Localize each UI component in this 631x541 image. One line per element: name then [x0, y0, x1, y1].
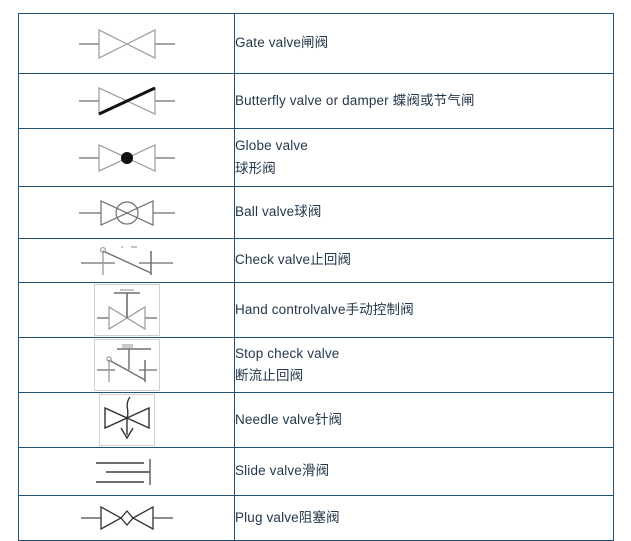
row-label-line: Stop check valve — [235, 345, 340, 361]
row-label-line: Plug valve阻塞阀 — [235, 509, 340, 525]
needle-valve-symbol — [98, 394, 155, 446]
check-valve-symbol — [80, 245, 173, 275]
table-row: Butterfly valve or damper 蝶阀或节气闸 — [18, 73, 614, 129]
row-label-line-cn: 断流止回阀 — [235, 368, 304, 383]
symbol-cell-globe-valve — [18, 128, 235, 187]
description-cell-hand-control-valve: Hand controlvalve手动控制阀 — [234, 282, 614, 338]
row-label-line: Butterfly valve or damper 蝶阀或节气闸 — [235, 92, 475, 108]
description-cell-plug-valve: Plug valve阻塞阀 — [234, 495, 614, 541]
description-cell-stop-check-valve: Stop check valve 断流止回阀 — [234, 337, 614, 393]
symbol-cell-plug-valve — [18, 495, 235, 541]
row-label-line: Slide valve滑阀 — [235, 463, 330, 479]
row-label-line: Check valve止回阀 — [235, 252, 352, 268]
symbol-cell-slide-valve — [18, 447, 235, 496]
row-label-line: Needle valve针阀 — [235, 411, 343, 427]
description-cell-needle-valve: Needle valve针阀 — [234, 392, 614, 448]
stop-check-valve-symbol — [93, 339, 160, 391]
symbol-cell-needle-valve — [18, 392, 235, 448]
symbol-cell-ball-valve — [18, 186, 235, 239]
globe-valve-symbol — [78, 143, 175, 172]
table-row: Plug valve阻塞阀 — [18, 495, 614, 541]
description-cell-globe-valve: Globe valve 球形阀 — [234, 128, 614, 187]
table-row: Ball valve球阀 — [18, 186, 614, 239]
row-label-line-cn: 球形阀 — [235, 160, 276, 176]
row-label-line: Ball valve球阀 — [235, 204, 322, 220]
description-cell-gate-valve: Gate valve闸阀 — [234, 13, 614, 74]
table-row: Gate valve闸阀 — [18, 13, 614, 74]
symbol-cell-hand-control-valve — [18, 282, 235, 338]
table-row: Needle valve针阀 — [18, 392, 614, 448]
butterfly-valve-symbol — [78, 86, 175, 116]
description-cell-check-valve: Check valve止回阀 — [234, 238, 614, 283]
symbol-cell-stop-check-valve — [18, 337, 235, 393]
description-cell-slide-valve: Slide valve滑阀 — [234, 447, 614, 496]
hand-control-valve-symbol — [93, 284, 160, 336]
symbol-cell-gate-valve — [18, 13, 235, 74]
symbol-cell-butterfly-valve — [18, 73, 235, 129]
table-row: Slide valve滑阀 — [18, 447, 614, 496]
ball-valve-symbol — [78, 199, 175, 226]
plug-valve-symbol — [80, 505, 173, 531]
table-row: Check valve止回阀 — [18, 238, 614, 283]
description-cell-ball-valve: Ball valve球阀 — [234, 186, 614, 239]
valve-symbol-table: Gate valve闸阀 Butterfly valve or damper 蝶… — [18, 13, 614, 541]
row-label-line: Hand controlvalve手动控制阀 — [235, 301, 414, 317]
table-row: Stop check valve 断流止回阀 — [18, 337, 614, 393]
symbol-cell-check-valve — [18, 238, 235, 283]
slide-valve-symbol — [95, 458, 151, 485]
table-row: Hand controlvalve手动控制阀 — [18, 282, 614, 338]
row-label-line: Gate valve闸阀 — [235, 35, 329, 51]
row-label-line: Globe valve — [235, 138, 308, 154]
gate-valve-symbol — [78, 28, 175, 59]
table-row: Globe valve 球形阀 — [18, 128, 614, 187]
description-cell-butterfly-valve: Butterfly valve or damper 蝶阀或节气闸 — [234, 73, 614, 129]
